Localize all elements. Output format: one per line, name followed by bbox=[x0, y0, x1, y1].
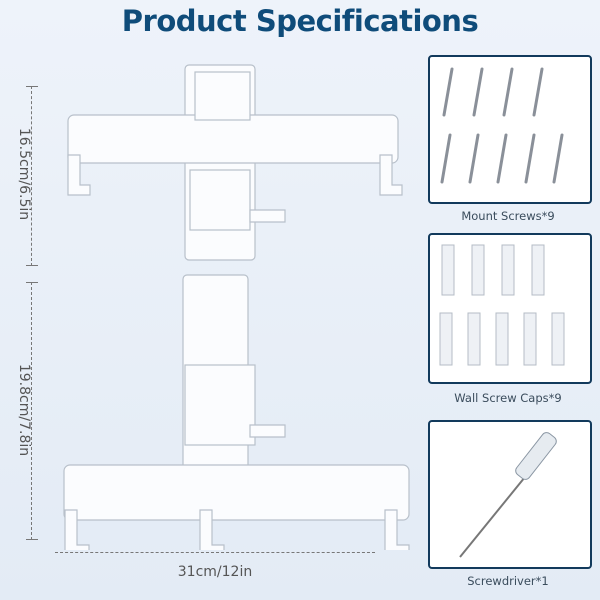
top-height-label: 16.5cm/6.5in bbox=[16, 127, 33, 221]
mount-screws-label: Mount Screws*9 bbox=[461, 209, 555, 223]
screw-icon bbox=[440, 67, 564, 184]
bottom-height-dimension-line bbox=[26, 282, 38, 540]
top-height-dimension-line bbox=[26, 86, 38, 266]
bracket-illustration bbox=[63, 64, 410, 550]
width-label: 31cm/12in bbox=[177, 564, 253, 580]
bottom-height-label: 19.8cm/7.8in bbox=[16, 363, 33, 457]
wall-screw-caps-panel bbox=[428, 233, 592, 384]
mount-screws-panel bbox=[428, 55, 592, 204]
screwdriver-label: Screwdriver*1 bbox=[467, 574, 549, 588]
wall-anchor-icon bbox=[439, 244, 565, 366]
page-title: Product Specifications bbox=[121, 4, 479, 38]
width-dimension-line bbox=[55, 552, 375, 553]
screwdriver-icon bbox=[459, 432, 557, 558]
screwdriver-panel bbox=[428, 420, 592, 569]
wall-screw-caps-label: Wall Screw Caps*9 bbox=[454, 391, 562, 405]
